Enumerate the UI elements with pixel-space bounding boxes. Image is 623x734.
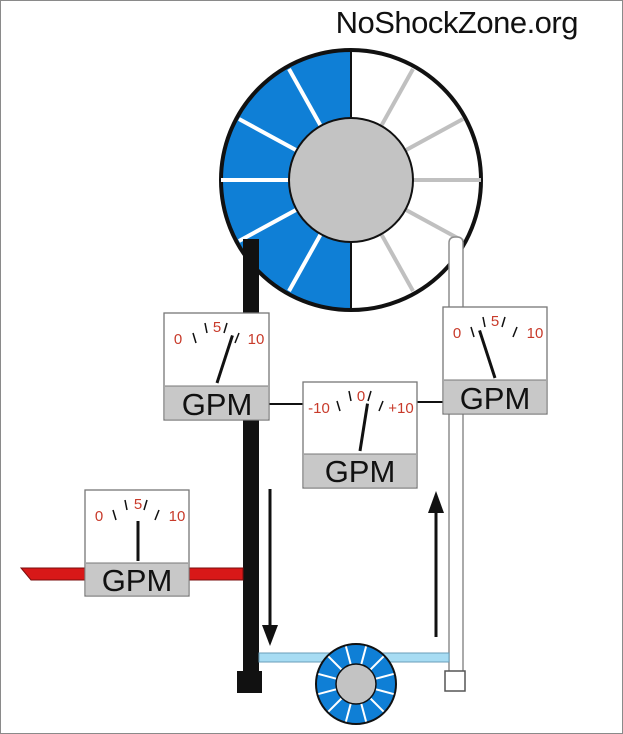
pump-vane (327, 655, 343, 671)
gauge-right-needle (478, 329, 497, 379)
pump-vane (327, 697, 343, 713)
big-wheel (219, 48, 483, 312)
white-pipe (448, 236, 464, 678)
gauge-left-unit: GPM (182, 387, 253, 422)
gauge-right-scale-min: 0 (453, 325, 461, 342)
pump-vane (375, 688, 394, 696)
gauge-difference-needle (358, 403, 369, 452)
gauge-red-scale-max: 10 (169, 508, 186, 525)
pump-hub (335, 663, 377, 705)
white-pipe-end (444, 670, 466, 692)
big-wheel-hub (288, 117, 414, 243)
pump-vane (360, 646, 368, 665)
gauge-left-scale-max: 10 (248, 331, 265, 348)
black-pipe-end (237, 671, 262, 693)
gauge-difference: -10 0 +10 GPM (302, 381, 418, 489)
gauge-red-scale-min: 0 (95, 508, 103, 525)
pump-vane (318, 672, 337, 680)
black-pipe (243, 239, 259, 679)
gauge-difference-scale-max: +10 (388, 400, 413, 417)
pump-vane (375, 672, 394, 680)
gauge-difference-scale-mid: 0 (357, 388, 365, 405)
gauge-left-scale-mid: 5 (213, 319, 221, 336)
gauge-left-ticks (192, 322, 240, 344)
gauge-left-needle (215, 334, 234, 384)
gauge-right-unit: GPM (460, 381, 531, 416)
gauge-left-supply: 0 5 10 GPM (163, 312, 270, 422)
site-name: NoShockZone.org (335, 5, 579, 40)
gauge-difference-ticks (336, 390, 384, 412)
gauge-red-branch: 0 5 10 GPM (84, 489, 190, 598)
gauge-right-scale-mid: 5 (491, 313, 499, 330)
pump-vane (318, 688, 337, 696)
pump-vane (344, 646, 352, 665)
gauge-right-scale-max: 10 (527, 325, 544, 342)
gauge-red-unit: GPM (102, 563, 173, 598)
arrow-up-icon (428, 491, 444, 637)
gauge-left-scale-min: 0 (174, 331, 182, 348)
gauge-right-return: 0 5 10 GPM (442, 306, 548, 416)
pump-vane (344, 703, 352, 722)
gauge-red-scale-mid: 5 (134, 496, 142, 513)
pump-vane (369, 655, 385, 671)
pump-vane (360, 703, 368, 722)
pump (315, 643, 397, 725)
gauge-difference-unit: GPM (325, 454, 396, 489)
arrow-down-icon (262, 489, 278, 646)
gauge-difference-scale-min: -10 (308, 400, 330, 417)
gauge-right-ticks (470, 316, 518, 338)
gauge-red-ticks (112, 499, 160, 521)
pump-vane (369, 697, 385, 713)
